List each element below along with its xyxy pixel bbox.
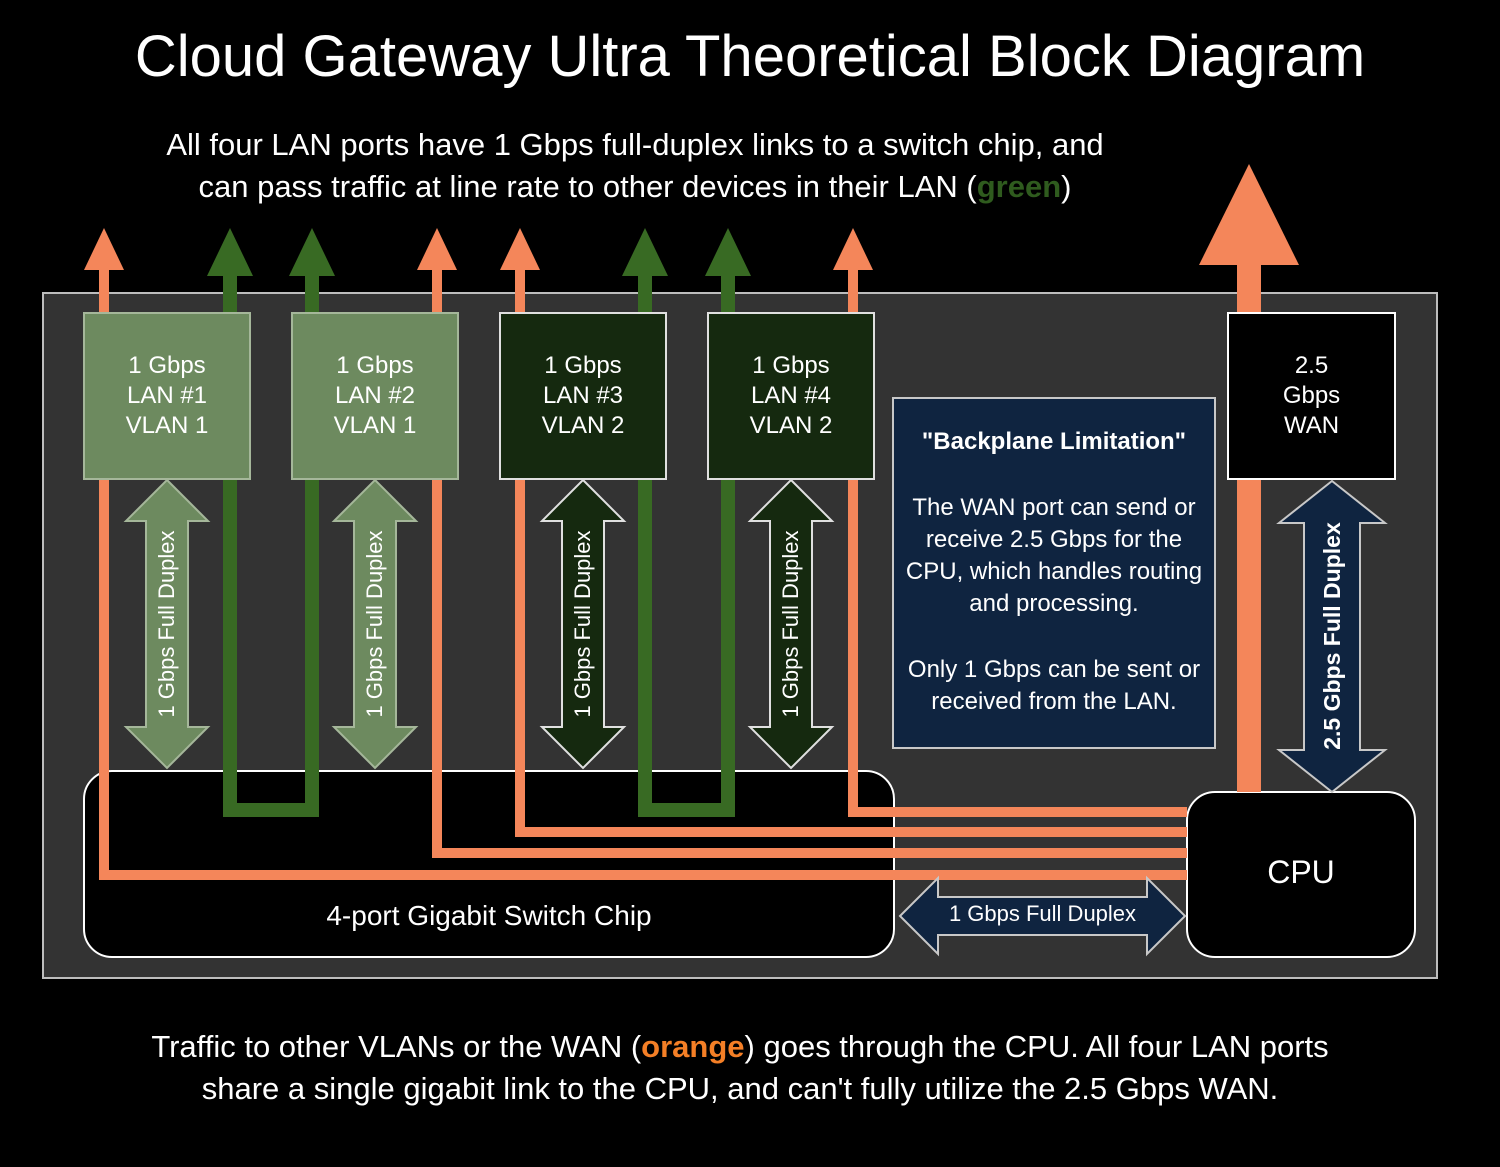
lan3-name: LAN #3 (542, 382, 624, 409)
lan3-box (499, 312, 667, 480)
green-traffic-paths (223, 262, 735, 817)
green-arrowhead-2 (289, 228, 335, 276)
footer-line-1: Traffic to other VLANs or the WAN ( (151, 1029, 642, 1064)
lan3-speed: 1 Gbps (544, 352, 622, 379)
vlan1-loop-path (223, 262, 319, 817)
note-paragraph-1: The WAN port can send or receive 2.5 Gbp… (905, 494, 1203, 617)
green-arrowhead-1 (207, 228, 253, 276)
lan1-vlan: VLAN 1 (125, 412, 209, 439)
lan1-duplex-arrow (123, 478, 211, 770)
lan4-name: LAN #4 (750, 382, 832, 409)
footer-line-1-end: ) goes through the CPU. All four LAN por… (744, 1029, 1329, 1064)
orange-arrowhead-1 (84, 228, 124, 270)
backplane-duplex-arrow (898, 875, 1187, 957)
green-arrowhead-4 (705, 228, 751, 276)
lan1-speed: 1 Gbps (128, 352, 206, 379)
subtitle: All four LAN ports have 1 Gbps full-dupl… (80, 124, 1190, 208)
lan1-label: 1 Gbps LAN #1 VLAN 1 (84, 351, 250, 441)
lan3-duplex-arrow (539, 478, 627, 770)
wan-label: 2.5 Gbps WAN (1228, 351, 1395, 441)
switch-chip-label: 4-port Gigabit Switch Chip (326, 900, 652, 931)
wan-link-label: 2.5 Gbps Full Duplex (1319, 522, 1345, 750)
lan1-name: LAN #1 (126, 382, 208, 409)
lan2-speed: 1 Gbps (336, 352, 414, 379)
page-title: Cloud Gateway Ultra Theoretical Block Di… (134, 24, 1366, 89)
port-duplex-arrows (123, 478, 1388, 794)
wan-box (1227, 312, 1396, 480)
wan-speed-value: 2.5 (1294, 352, 1329, 379)
wan-speed-unit: Gbps (1282, 382, 1341, 409)
green-arrow-heads (207, 228, 751, 276)
lan4-box (707, 312, 875, 480)
orange-arrowhead-3 (500, 228, 540, 270)
lan2-duplex-arrow (331, 478, 419, 770)
lan2-box (291, 312, 459, 480)
lan2-vlan: VLAN 1 (333, 412, 417, 439)
wan-name: WAN (1283, 412, 1340, 439)
orange-arrowhead-2 (417, 228, 457, 270)
backplane-link-label: 1 Gbps Full Duplex (948, 901, 1137, 926)
switch-chip-box (83, 770, 895, 958)
footer-caption: Traffic to other VLANs or the WAN (orang… (40, 1026, 1440, 1110)
lan4-duplex-arrow (747, 478, 835, 770)
cpu-label: CPU (1267, 854, 1335, 890)
lan4-vlan: VLAN 2 (749, 412, 833, 439)
lan3-link-label: 1 Gbps Full Duplex (570, 530, 595, 718)
subtitle-line-1: All four LAN ports have 1 Gbps full-dupl… (166, 127, 1104, 162)
wan-uplink-arrowhead (1199, 164, 1299, 265)
lan3-label: 1 Gbps LAN #3 VLAN 2 (500, 351, 666, 441)
vlan2-loop-path (638, 262, 735, 817)
backplane-note: "Backplane Limitation" The WAN port can … (893, 398, 1215, 748)
lan4-link-label: 1 Gbps Full Duplex (778, 530, 803, 718)
subtitle-line-2-end: ) (1061, 169, 1072, 204)
lan1-link-label: 1 Gbps Full Duplex (154, 530, 179, 718)
footer-line-2: share a single gigabit link to the CPU, … (201, 1071, 1279, 1106)
subtitle-green-word: green (976, 169, 1062, 204)
lan4-label: 1 Gbps LAN #4 VLAN 2 (708, 351, 874, 441)
note-paragraph-2: Only 1 Gbps can be sent or received from… (907, 656, 1201, 715)
lan2-name: LAN #2 (334, 382, 416, 409)
orange-arrow-heads (84, 228, 873, 270)
wan-duplex-arrow (1276, 479, 1388, 794)
subtitle-line-2: can pass traffic at line rate to other d… (198, 169, 977, 204)
note-heading: "Backplane Limitation" (921, 428, 1187, 455)
lan2-link-label: 1 Gbps Full Duplex (362, 530, 387, 718)
lan1-box (83, 312, 251, 480)
footer-orange-word: orange (641, 1029, 745, 1064)
lan2-label: 1 Gbps LAN #2 VLAN 1 (292, 351, 458, 441)
orange-arrowhead-4 (833, 228, 873, 270)
green-arrowhead-3 (622, 228, 668, 276)
note-box (892, 397, 1216, 749)
lan3-vlan: VLAN 2 (541, 412, 625, 439)
lan4-speed: 1 Gbps (752, 352, 830, 379)
